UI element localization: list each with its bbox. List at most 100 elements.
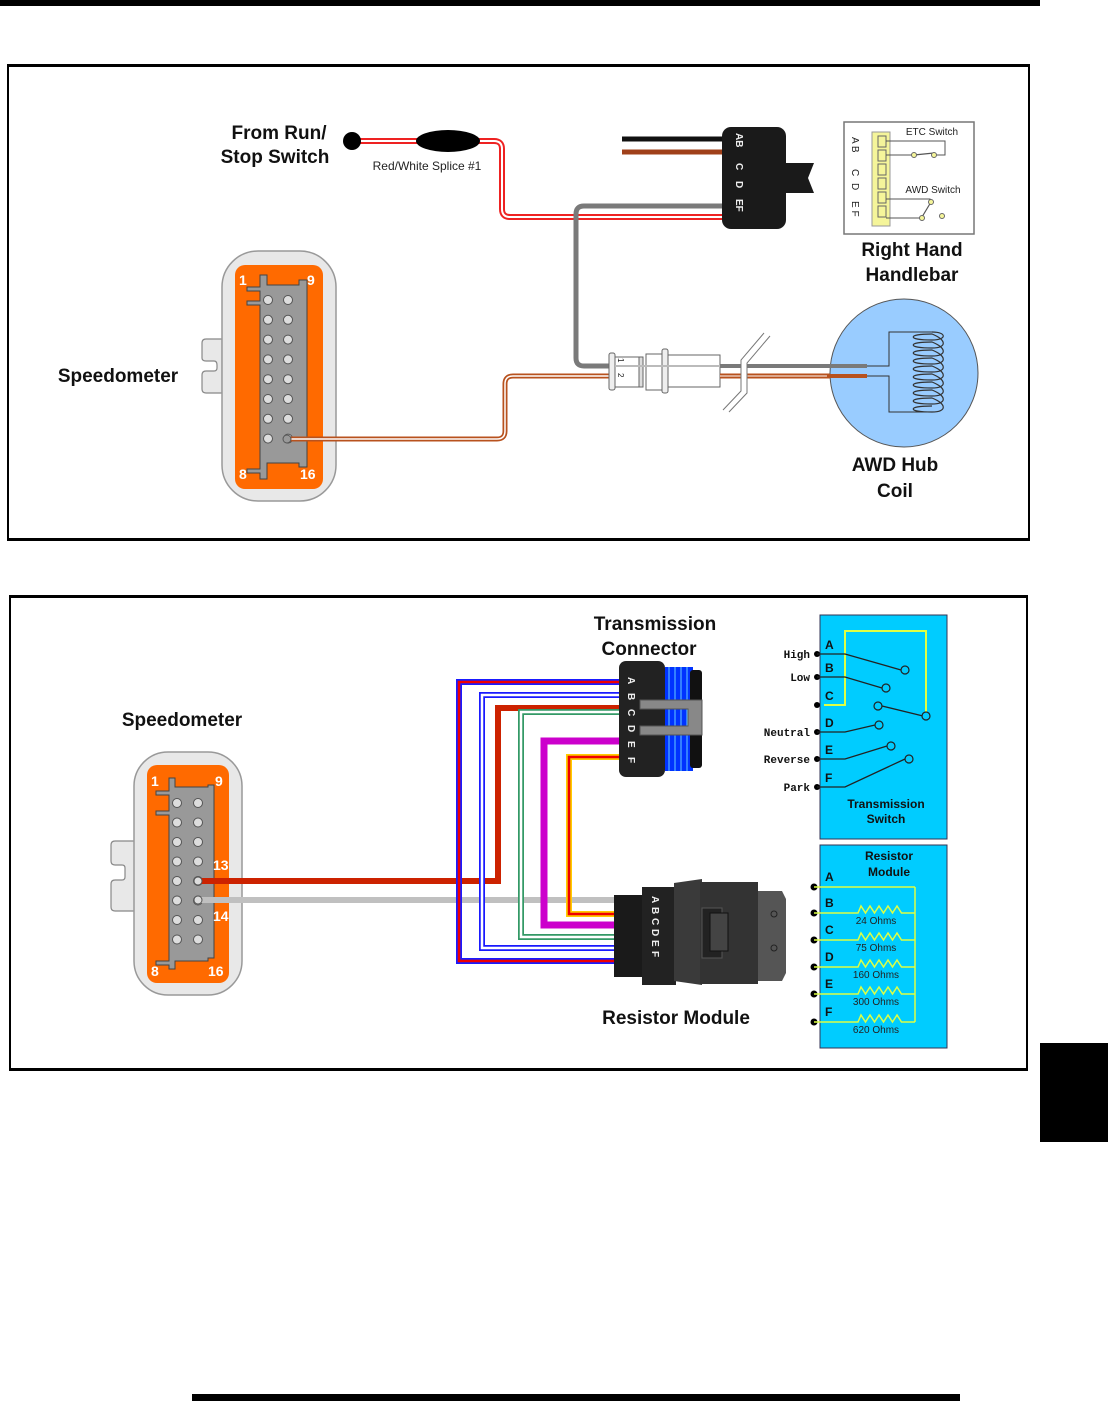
speedometer-pin [172, 798, 182, 808]
resistor-icon [814, 904, 915, 915]
speedometer-pin [193, 817, 203, 828]
speedometer-pin [193, 798, 203, 808]
awd-switch-label: AWD Switch [905, 185, 960, 196]
resistor-letter-a: A [825, 870, 834, 884]
awd-wiring-diagram: From Run/ Stop Switch Red/White Splice #… [58, 121, 979, 502]
switch-letter-d: D [849, 183, 860, 190]
inline-connector: 1 2 [608, 348, 721, 394]
connector-letters-ab: AB [733, 133, 744, 147]
switch-letter-f: F [825, 771, 832, 785]
speedometer-connector: 1 9 8 16 [201, 250, 337, 502]
speedometer-pin [283, 334, 293, 345]
speedometer-pin [172, 817, 182, 828]
speedometer-pin [172, 837, 182, 847]
speedometer-pin [263, 354, 273, 365]
resistor-connector-letter-e: E [649, 940, 660, 947]
pin-16-terminal [282, 434, 292, 444]
switch-letter-c: C [825, 689, 834, 703]
resistor-value-label: 620 Ohms [853, 1025, 899, 1036]
speedometer-pin [172, 876, 182, 886]
resistor-panel-label-2: Module [868, 865, 910, 879]
trans-connector-letter-b: B [625, 693, 636, 700]
transmission-wire-harness [193, 679, 619, 964]
handlebar-connector: AB C D EF [722, 127, 814, 229]
speedometer-pin [263, 295, 273, 305]
pin-label-16: 16 [300, 466, 316, 482]
speedometer-2-pin-grid [172, 798, 203, 945]
speedometer-connector-2: 1 9 13 14 8 16 [110, 751, 243, 996]
etc-switch-label: ETC Switch [906, 127, 958, 138]
red-white-wire [352, 138, 727, 220]
speedometer-pin [172, 895, 182, 906]
transmission-switch-label-1: Transmission [847, 797, 924, 811]
resistor-connector-letter-d: D [649, 929, 660, 936]
awd-hub-label-1: AWD Hub [852, 455, 939, 476]
right-hand-switch-box: A B C D E F ETC Switch AWD Switch [843, 121, 975, 235]
pin2-label-14: 14 [213, 908, 229, 924]
switch-position-neutral: Neutral [764, 728, 811, 740]
resistor-panel-label-1: Resistor [865, 849, 913, 863]
speedometer-pin-grid [263, 295, 293, 444]
switch-position-high: High [784, 650, 810, 662]
transmission-wiring-diagram: Transmission Connector Speedometer Resis… [110, 614, 948, 1049]
resistor-module-label: Resistor Module [602, 1008, 750, 1029]
inline-pin-2-label: 2 [616, 373, 625, 378]
resistor-icon [814, 931, 915, 942]
splice-label: Red/White Splice #1 [373, 159, 482, 173]
resistor-icon [814, 1013, 915, 1024]
switch-letter-e: E [825, 743, 833, 757]
transmission-switch-label-2: Switch [867, 812, 906, 826]
transmission-switch-wiring-panel: Transmission Connector Speedometer Resis… [9, 595, 1028, 1071]
speedometer-pin [283, 354, 293, 365]
resistor-value-label: 75 Ohms [856, 943, 897, 954]
wire-b [479, 692, 619, 951]
right-hand-label-1: Right Hand [861, 240, 962, 261]
pin-label-9: 9 [307, 272, 315, 288]
top-rule [0, 0, 1040, 6]
connector-letter-c: C [733, 163, 744, 170]
gray-wire [573, 203, 727, 369]
speedometer-pin [263, 394, 273, 404]
trans-connector-letter-e: E [625, 741, 636, 748]
switch-letters-ab: A B [849, 137, 860, 153]
connector-letters-ef: EF [733, 199, 744, 212]
speedometer-pin [283, 413, 293, 424]
pin2-label-1: 1 [151, 773, 159, 789]
switch-position-park: Park [784, 783, 811, 795]
resistor-letter-e: E [825, 977, 833, 991]
speedometer-pin [263, 314, 273, 325]
speedometer-pin [283, 394, 293, 404]
run-stop-terminal-dot [343, 132, 361, 150]
splice-icon [416, 130, 480, 152]
speedometer-pin [283, 374, 293, 385]
speedometer-pin [283, 295, 293, 305]
pin-label-1: 1 [239, 272, 247, 288]
pin2-label-16: 16 [208, 963, 224, 979]
run-stop-label-2: Stop Switch [221, 147, 330, 168]
switch-letter-c: C [849, 169, 860, 176]
resistor-value-label: 300 Ohms [853, 997, 899, 1008]
speedometer-pin [283, 314, 293, 325]
awd-hub-coil [827, 298, 979, 448]
inline-pin-1-label: 1 [616, 358, 625, 363]
resistor-connector-letter-b: B [649, 907, 660, 914]
switch-letter-b: B [825, 661, 834, 675]
speedometer-label-2: Speedometer [122, 710, 243, 731]
awd-hub-label-2: Coil [877, 481, 913, 502]
switch-letter-a: A [825, 638, 834, 652]
trans-connector-letter-d: D [625, 725, 636, 732]
right-hand-label-2: Handlebar [866, 265, 960, 286]
resistor-connector-letter-c: C [649, 918, 660, 925]
resistor-letter-c: C [825, 923, 834, 937]
resistor-connector-letter-a: A [649, 896, 660, 903]
switch-letters-ef: E F [849, 201, 860, 217]
trans-connector-letter-a: A [625, 677, 636, 684]
run-stop-label-1: From Run/ [232, 123, 328, 144]
connector-letter-d: D [733, 181, 744, 188]
speedometer-label: Speedometer [58, 366, 179, 387]
resistor-letter-f: F [825, 1005, 832, 1019]
resistor-value-label: 24 Ohms [856, 916, 897, 927]
